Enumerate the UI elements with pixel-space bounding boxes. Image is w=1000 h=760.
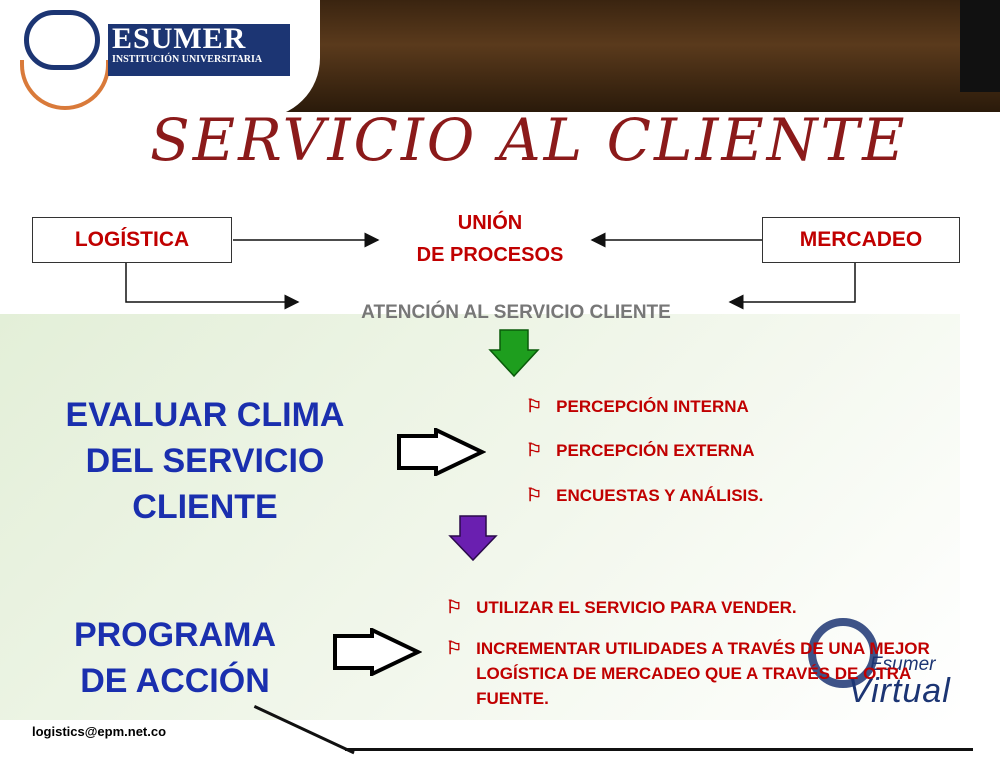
logo-subtitle: INSTITUCIÓN UNIVERSITARIA [112,54,263,65]
atencion-label: ATENCIÓN AL SERVICIO CLIENTE [361,302,671,323]
programa-heading-line2: DE ACCIÓN [80,662,270,700]
green-down-arrow-icon [488,329,540,378]
header-dark-corner [960,0,1000,92]
watermark-logo-icon [808,618,878,688]
programa-heading: PROGRAMA DE ACCIÓN [40,612,310,704]
bullet-text: PERCEPCIÓN INTERNA [556,397,749,416]
bullet-percepcion-interna: ⚐ PERCEPCIÓN INTERNA [526,396,749,417]
flag-icon: ⚐ [526,485,543,505]
flag-icon: ⚐ [526,440,543,460]
flag-icon: ⚐ [526,396,543,416]
watermark-line1: Esumer [870,654,936,675]
programa-heading-line1: PROGRAMA [73,616,277,654]
page-title: SERVICIO AL CLIENTE [150,106,908,174]
union-label-line1: UNIÓN [457,212,523,234]
logo-box [108,24,290,76]
bullet-incrementar: ⚐ INCREMENTAR UTILIDADES A TRAVÉS DE UNA … [446,636,946,711]
bullet-text: UTILIZAR EL SERVICIO PARA VENDER. [476,598,797,617]
evaluar-heading: EVALUAR CLIMA DEL SERVICIO CLIENTE [30,392,380,530]
bullet-text: INCREMENTAR UTILIDADES A TRAVÉS DE UNA M… [476,639,930,708]
union-label-line2: DE PROCESOS [416,244,564,266]
flow-connectors [125,232,856,310]
flag-icon: ⚐ [446,638,463,658]
flag-icon: ⚐ [446,597,463,617]
bullet-utilizar: ⚐ UTILIZAR EL SERVICIO PARA VENDER. [446,597,797,618]
footer-line [345,748,973,751]
logo-emblem-icon [24,10,100,70]
bullet-text: PERCEPCIÓN EXTERNA [556,441,755,460]
mercadeo-box: MERCADEO [762,217,960,263]
logistica-box: LOGÍSTICA [32,217,232,263]
logo-name: ESUMER [112,22,247,55]
purple-down-arrow-icon [448,515,498,562]
hollow-right-arrow-icon [397,428,486,476]
footer-email[interactable]: logistics@epm.net.co [32,724,167,739]
bullet-text: ENCUESTAS Y ANÁLISIS. [556,486,764,505]
evaluar-heading-line3: CLIENTE [132,488,278,526]
evaluar-heading-line2: DEL SERVICIO [85,442,325,480]
bullet-encuestas: ⚐ ENCUESTAS Y ANÁLISIS. [526,485,763,506]
hollow-right-arrow-icon [333,628,422,676]
watermark-line2: Virtual [848,672,951,710]
bullet-percepcion-externa: ⚐ PERCEPCIÓN EXTERNA [526,440,755,461]
evaluar-heading-line1: EVALUAR CLIMA [65,396,345,434]
